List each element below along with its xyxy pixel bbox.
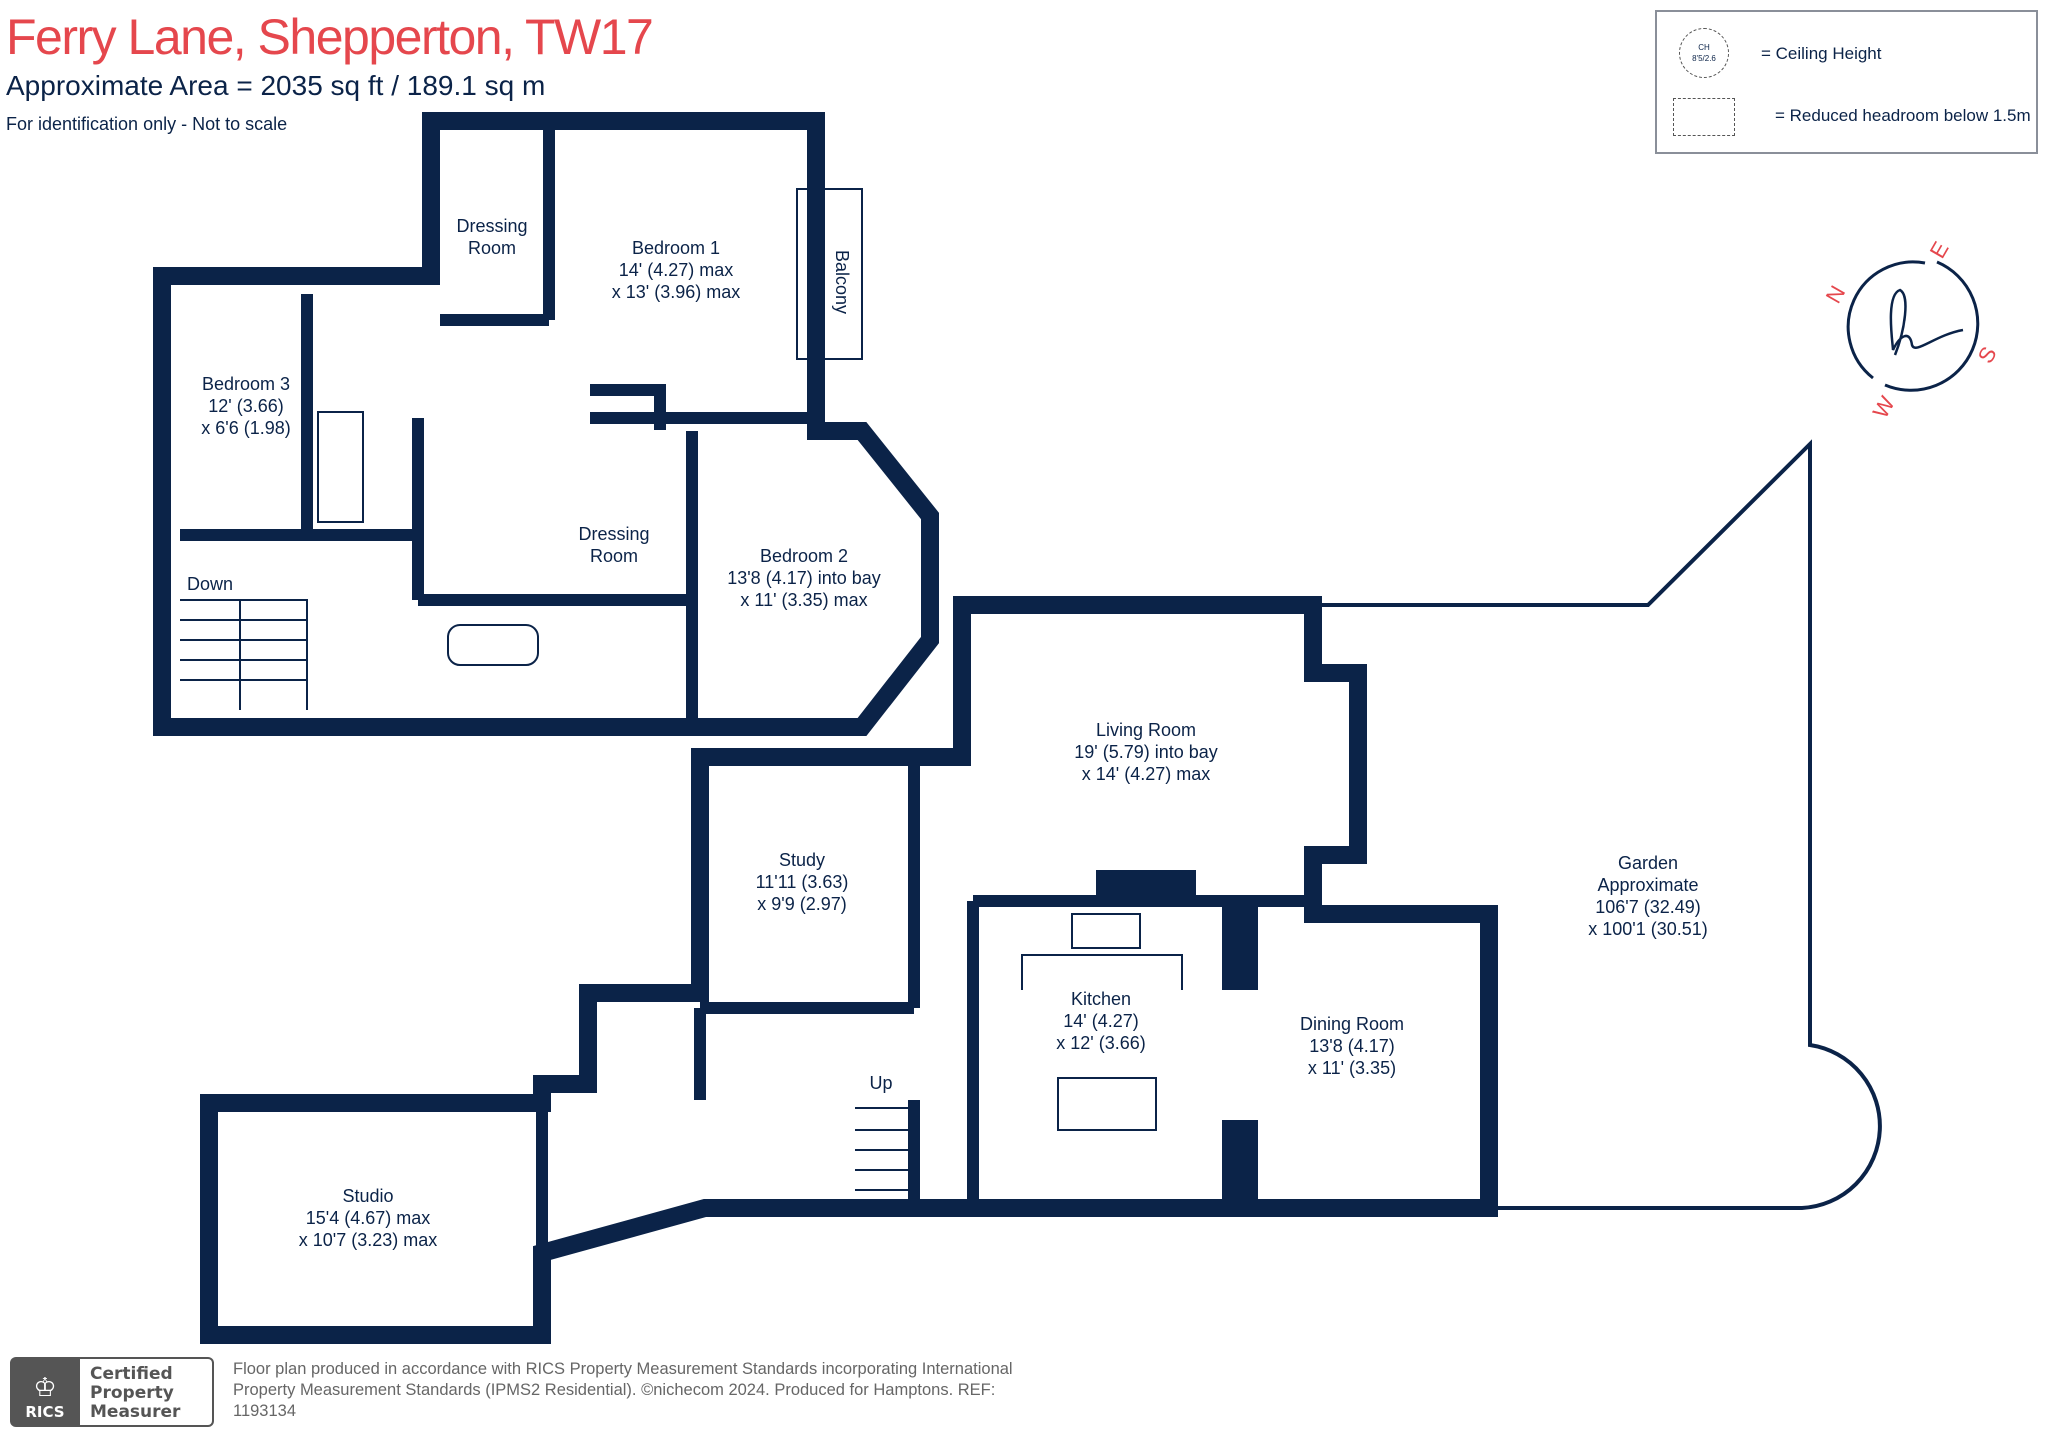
compass-s: S	[1973, 342, 2002, 367]
kitchen-island	[1057, 1077, 1157, 1131]
certified-line-1: Certified	[90, 1364, 173, 1384]
ceiling-height-label: = Ceiling Height	[1761, 44, 1882, 63]
upper-floor-walls	[153, 112, 939, 736]
reduced-headroom-label: = Reduced headroom below 1.5m	[1775, 106, 2031, 125]
ceiling-symbol-value: 8'5/2.6	[1692, 54, 1716, 63]
compass-n: N	[1821, 281, 1851, 307]
ceiling-height-symbol: CH 8'5/2.6	[1679, 28, 1729, 78]
certified-line-2: Property	[90, 1383, 174, 1403]
balcony-outline	[796, 188, 863, 360]
certified-line-3: Measurer	[90, 1402, 181, 1422]
compass-e: E	[1925, 237, 1954, 262]
balcony-label: Balcony	[832, 250, 852, 314]
ceiling-symbol-ch: CH	[1698, 43, 1710, 52]
compass-icon: N E S W	[1821, 237, 2002, 422]
rics-badge: ♔RICS Certified Property Measurer	[10, 1357, 214, 1427]
reduced-headroom-symbol	[1673, 98, 1735, 136]
compass-w: W	[1868, 392, 1900, 423]
stairs-down-label: Down	[187, 574, 233, 594]
footer-statement: Floor plan produced in accordance with R…	[233, 1360, 1013, 1420]
garden-boundary	[1313, 439, 1882, 1210]
certified-property-measurer: Certified Property Measurer	[80, 1357, 214, 1427]
legend-box: CH 8'5/2.6 = Ceiling Height = Reduced he…	[1655, 10, 2038, 154]
hob	[1071, 913, 1141, 949]
ground-floor-walls	[200, 596, 1498, 1344]
property-title: Ferry Lane, Shepperton, TW17	[6, 9, 654, 65]
approximate-area: Approximate Area = 2035 sq ft / 189.1 sq…	[6, 70, 546, 101]
rics-text: RICS	[25, 1403, 65, 1421]
disclaimer-note: For identification only - Not to scale	[6, 114, 288, 134]
rics-logo: ♔RICS	[10, 1357, 80, 1427]
stairs-up-label: Up	[869, 1073, 892, 1093]
